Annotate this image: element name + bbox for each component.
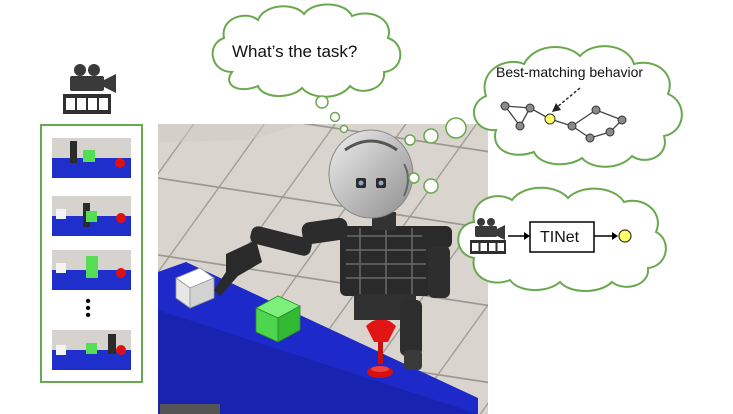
demo-film-strip-icon — [63, 94, 111, 114]
tinet-film-strip-icon — [470, 240, 506, 254]
graph-node — [591, 105, 601, 115]
red-cup — [366, 319, 396, 378]
input-arrow-head — [524, 232, 530, 240]
green-cube — [255, 295, 301, 343]
selection-arrow — [555, 87, 581, 109]
demo-frame-1 — [52, 138, 131, 178]
selection-arrow-head — [552, 103, 561, 112]
graph-node — [525, 103, 535, 113]
graph-node-selected — [544, 113, 556, 125]
demo-frame-3 — [52, 250, 131, 290]
graph-node — [585, 133, 595, 143]
graph-node — [500, 101, 510, 111]
tinet-camera-icon — [475, 218, 505, 240]
graph-node — [567, 121, 577, 131]
frames-ellipsis: • • • — [85, 293, 91, 324]
task-question-text: What’s the task? — [232, 42, 358, 61]
behavior-graph — [500, 87, 627, 143]
graph-node — [605, 127, 615, 137]
graph-node — [617, 115, 627, 125]
demo-frame-2 — [52, 196, 131, 236]
demo-frame-4 — [52, 330, 131, 370]
tinet-box — [529, 221, 595, 253]
tinet-label: TINet — [540, 229, 580, 246]
behavior-thought-bubble — [404, 45, 683, 168]
demo-camera-icon — [70, 64, 116, 93]
behavior-title-text: Best-matching behavior — [496, 64, 644, 80]
robot-scene — [158, 124, 488, 414]
white-cube — [175, 267, 215, 309]
humanoid-robot — [214, 129, 452, 370]
graph-node — [515, 121, 525, 131]
task-thought-bubble — [211, 3, 402, 134]
output-arrow-head — [612, 232, 618, 240]
tinet-output-node — [618, 229, 632, 243]
